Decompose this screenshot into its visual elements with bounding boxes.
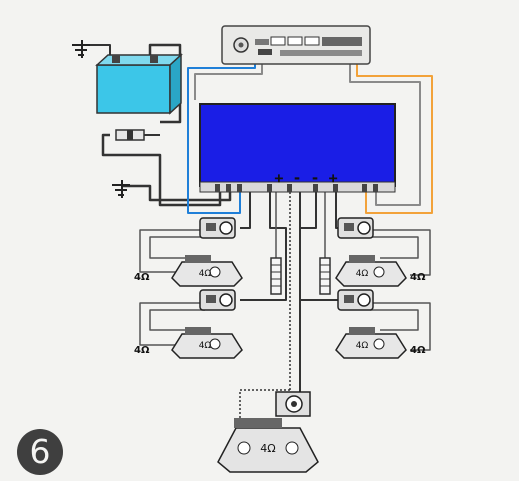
svg-text:4Ω: 4Ω <box>199 341 212 351</box>
head-unit-secondary-wire <box>194 63 263 100</box>
impedance-label: 4Ω <box>134 272 150 283</box>
svg-text:4Ω: 4Ω <box>356 269 369 279</box>
amp-ground-wire <box>123 184 232 202</box>
inline-coil-left <box>270 257 282 295</box>
crossover-rear-right <box>337 289 374 311</box>
inline-coil-right <box>319 257 331 295</box>
subwoofer-crossover <box>275 391 311 417</box>
impedance-label: 4Ω <box>134 345 150 356</box>
battery-negative-terminal <box>112 55 120 63</box>
crossover-front-left <box>199 217 236 239</box>
speaker-rear-left: 4Ω <box>171 327 243 359</box>
svg-text:4Ω: 4Ω <box>356 341 369 351</box>
wires <box>90 43 433 428</box>
amp-power-wire <box>101 133 222 207</box>
battery-positive-terminal <box>150 55 158 63</box>
speaker-rear-right: 4Ω <box>335 327 407 359</box>
head-unit-remote-wire <box>356 63 433 214</box>
head-unit-signal-wire <box>187 63 256 214</box>
head-unit <box>221 25 371 65</box>
remote-secondary-wire <box>349 63 421 206</box>
battery-ground-icon <box>72 40 90 58</box>
crossover-front-right <box>337 217 374 239</box>
impedance-label: 4Ω <box>410 272 426 283</box>
subwoofer: 4Ω <box>217 418 319 473</box>
svg-text:4Ω: 4Ω <box>199 269 212 279</box>
amp-terminal-polarity: + - - + <box>274 169 337 187</box>
amp-ground-icon <box>112 180 130 198</box>
amplifier: + - - + <box>199 103 396 193</box>
battery <box>95 53 183 115</box>
speaker-front-left: 4Ω <box>171 255 243 287</box>
crossover-rear-left <box>199 289 236 311</box>
speaker-front-right: 4Ω <box>335 255 407 287</box>
svg-text:4Ω: 4Ω <box>260 442 275 455</box>
step-number-badge: 6 <box>17 429 63 475</box>
impedance-label: 4Ω <box>410 345 426 356</box>
battery-power-wire <box>148 43 182 124</box>
fuse-holder <box>115 129 160 141</box>
